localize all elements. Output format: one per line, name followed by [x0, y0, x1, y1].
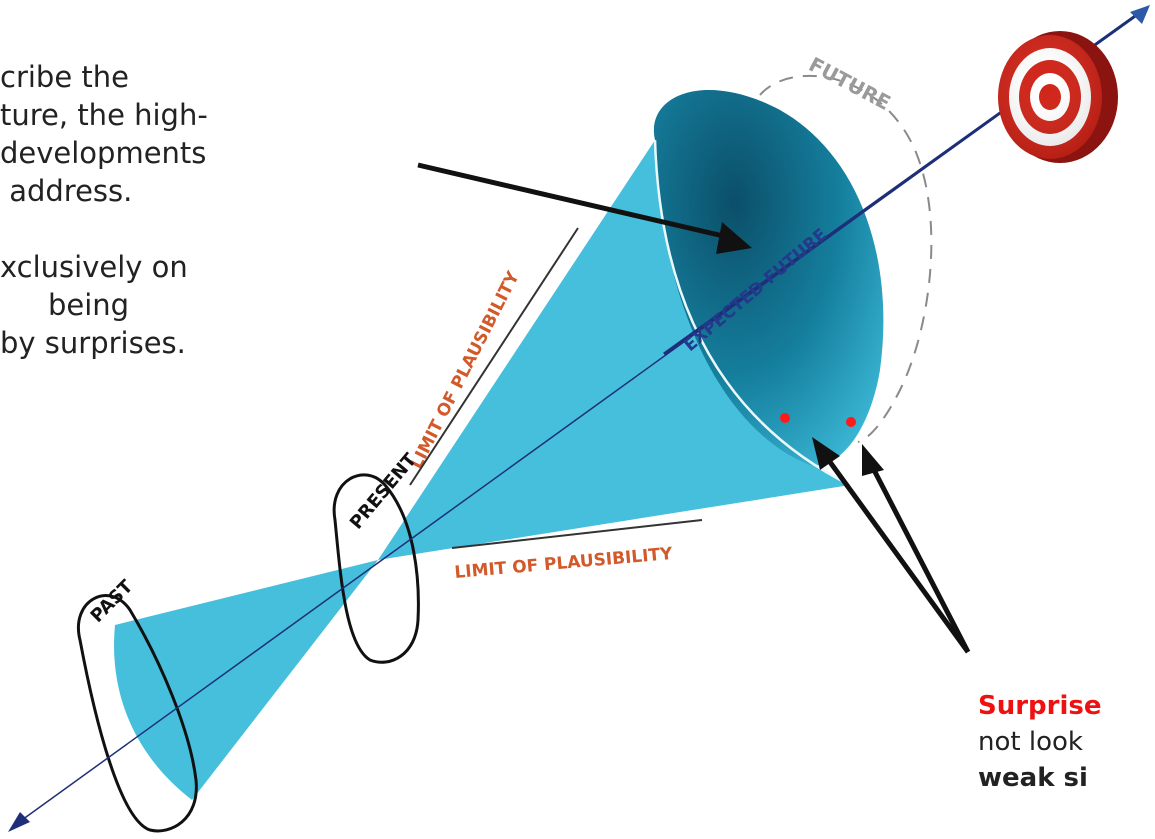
- past-cone: [114, 560, 378, 800]
- axis-arrowhead-end: [1130, 5, 1150, 24]
- surprise-arrow-head: [812, 437, 840, 470]
- surprise-dot: [846, 417, 856, 427]
- left-text-line: address.: [0, 174, 133, 208]
- left-paragraphs: cribe the ture, the high- developments a…: [0, 58, 208, 362]
- future-ring: [759, 74, 933, 443]
- surprise-arrow-head: [862, 444, 884, 476]
- left-text-line: ture, the high-: [0, 98, 208, 132]
- limit-upper-underline: [409, 227, 579, 486]
- left-text-line: cribe the: [0, 60, 129, 94]
- cone-mouth-rim: [653, 139, 851, 487]
- target-icon: [998, 31, 1118, 163]
- callout-line-3: weak si: [978, 763, 1088, 793]
- past-label: PAST: [87, 576, 138, 627]
- past-ring: [77, 594, 198, 833]
- surprise-callout: Surprise not look weak si: [978, 688, 1155, 796]
- limit-lower-overline: [451, 519, 703, 549]
- surprise-arrow: [827, 460, 971, 654]
- pointer-arrow: [417, 162, 733, 241]
- future-cone: [378, 140, 850, 560]
- left-text-line: by surprises.: [0, 326, 186, 360]
- axis-arrowhead-start: [8, 812, 30, 832]
- callout-line-1: Surprise: [978, 691, 1102, 721]
- callout-line-2: not look: [978, 727, 1083, 757]
- left-text-line: [0, 210, 208, 248]
- left-text-line: developments: [0, 136, 207, 170]
- limit-of-plausibility-lower-label: LIMIT OF PLAUSIBILITY: [454, 544, 674, 583]
- left-text-line: being: [48, 288, 130, 322]
- present-ring: [332, 473, 420, 664]
- future-label: FUTURE: [805, 52, 895, 115]
- pointer-arrow-head: [716, 222, 752, 254]
- surprise-dot: [780, 413, 790, 423]
- left-text-line: xclusively on: [0, 250, 188, 284]
- surprise-arrow: [871, 468, 971, 654]
